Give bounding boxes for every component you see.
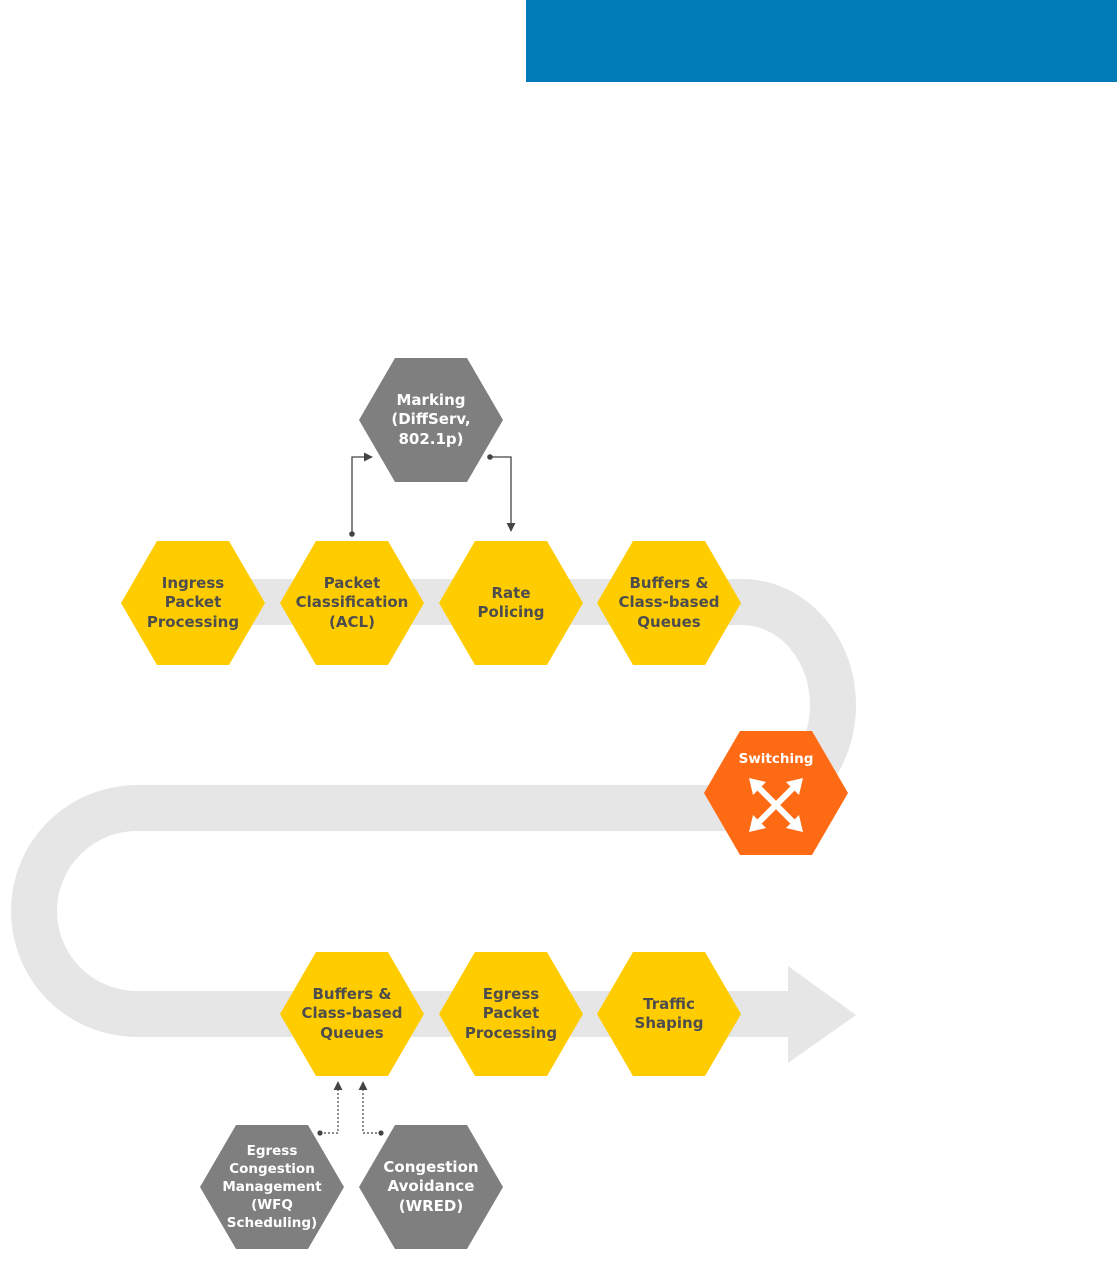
hex-egress-packet-processing — [439, 952, 583, 1076]
hex-packet-classification — [280, 541, 424, 665]
hex-traffic-shaping — [597, 952, 741, 1076]
flow-track-arrowhead — [788, 966, 856, 1063]
connector-dot — [378, 1130, 384, 1136]
hex-congestion-avoidance — [359, 1125, 503, 1249]
connector-dot — [317, 1130, 323, 1136]
hex-egress-buffers-queues — [280, 952, 424, 1076]
hex-marking — [359, 358, 503, 482]
flow-track — [11, 579, 856, 1037]
hex-rate-policing — [439, 541, 583, 665]
connector-wfq-to-queues — [320, 1081, 343, 1134]
connector-wred-to-queues — [358, 1081, 381, 1134]
header-bar — [526, 0, 1117, 82]
connector-dot — [487, 454, 493, 460]
connector-marking-to-policing — [490, 456, 516, 532]
hex-ingress-buffers-queues — [597, 541, 741, 665]
hex-ingress-packet-processing — [121, 541, 265, 665]
cross-arrows-icon — [749, 778, 803, 832]
hex-switching — [704, 731, 848, 855]
label-switching: Switching — [738, 751, 814, 767]
connector-classification-to-marking — [351, 452, 373, 534]
hex-egress-congestion-management — [200, 1125, 344, 1249]
connector-dot — [349, 531, 355, 537]
